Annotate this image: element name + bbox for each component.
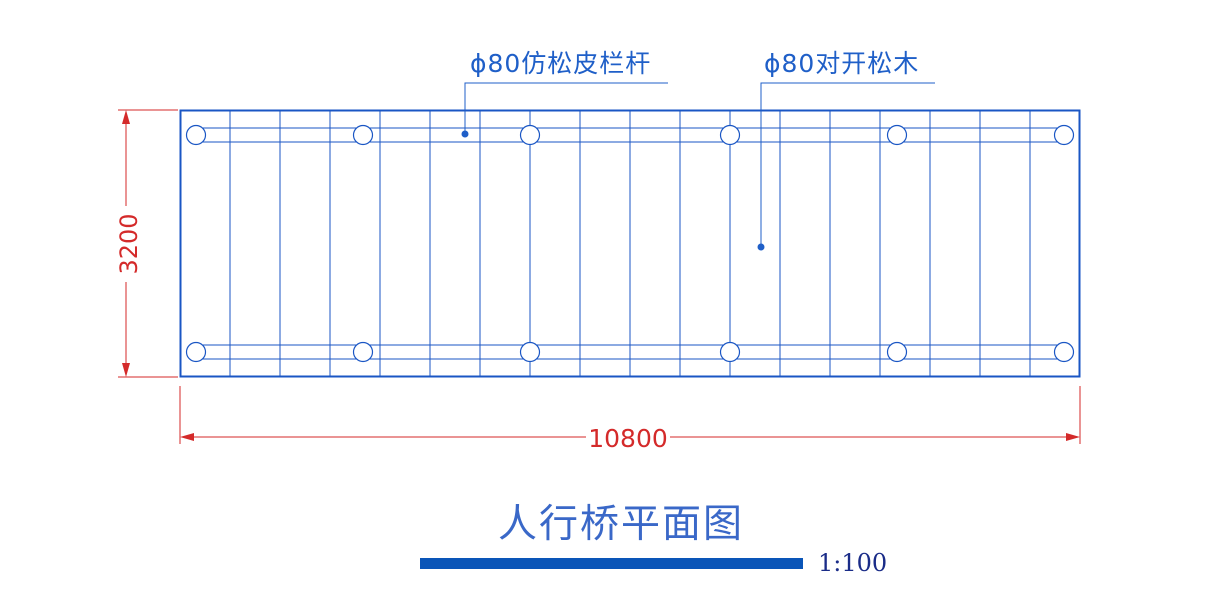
deck-leader-dot: [757, 243, 765, 251]
title-underline-bar: [420, 558, 803, 569]
railing-post: [886, 124, 908, 146]
railing-label: ϕ80仿松皮栏杆: [470, 49, 651, 78]
depth-dimension-text: 3200: [115, 213, 143, 274]
drawing-title: 人行桥平面图: [498, 502, 744, 547]
width-dimension-gap: [586, 424, 670, 450]
railing-post: [519, 341, 541, 363]
railing-post: [352, 124, 374, 146]
railing-post: [352, 341, 374, 363]
depth-arrow-top: [122, 110, 130, 124]
railing-leader-line: [464, 82, 668, 134]
railing-post: [886, 341, 908, 363]
railing-post: [719, 341, 741, 363]
railing-post: [519, 124, 541, 146]
railing-post: [185, 341, 207, 363]
scale-text: 1:100: [818, 549, 887, 577]
leaders: [461, 82, 935, 251]
deck-planks: [229, 111, 1031, 376]
railing-post: [1053, 341, 1075, 363]
bridge-deck: [179, 109, 1081, 378]
width-arrow-right: [1066, 433, 1080, 441]
railing-posts: [185, 124, 1075, 363]
width-arrow-left: [180, 433, 194, 441]
railings: [196, 127, 1064, 360]
depth-arrow-bottom: [122, 363, 130, 377]
railing-leader-dot: [461, 130, 469, 138]
railing-post: [1053, 124, 1075, 146]
width-dimension-text: 10800: [588, 424, 668, 453]
railing-post: [185, 124, 207, 146]
railing-post: [719, 124, 741, 146]
depth-dimension-gap: [112, 206, 142, 282]
deck-label: ϕ80对开松木: [764, 49, 919, 78]
deck-leader-line: [760, 82, 935, 247]
dimension-lines: [118, 109, 1081, 444]
deck-outer-outline: [179, 109, 1081, 378]
